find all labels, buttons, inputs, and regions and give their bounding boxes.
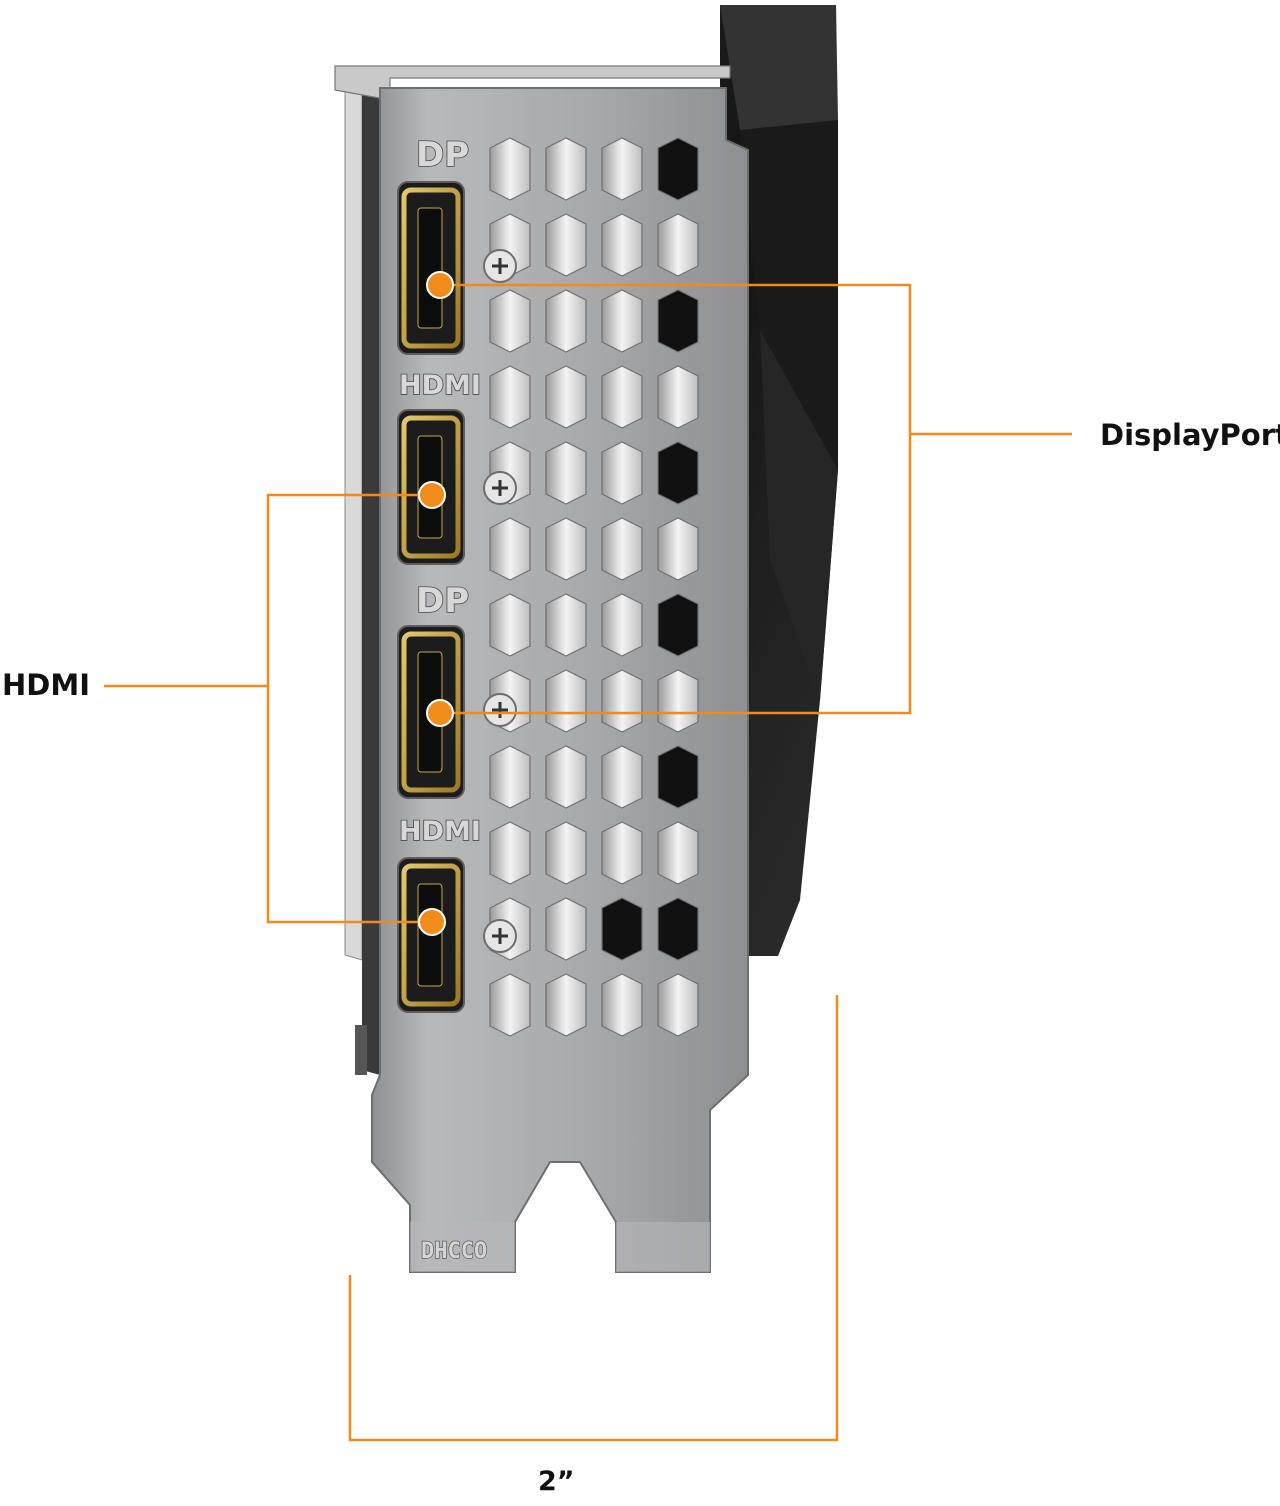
vent-cutout-29 — [545, 669, 587, 733]
vent-cutout-41 — [545, 897, 587, 961]
port-1-gold-rim — [401, 187, 461, 349]
port-2-screw-slot — [492, 480, 508, 496]
hdmi-1-dot — [418, 481, 446, 509]
port-1-marking: DP — [416, 135, 469, 175]
vent-cutout-12 — [489, 365, 531, 429]
displayport-1-dot — [426, 271, 454, 299]
vent-cutout-10 — [601, 289, 643, 353]
bracket-width-label: 2” — [538, 1466, 575, 1497]
vent-cutout-18 — [601, 441, 643, 505]
callout-dots — [418, 271, 454, 936]
port-4-screw-slot — [492, 928, 508, 944]
displayport-2-dot — [426, 699, 454, 727]
vent-cutout-5 — [545, 213, 587, 277]
vent-cutout-1 — [545, 137, 587, 201]
vent-cutout-34 — [601, 745, 643, 809]
width-dimension-line — [348, 995, 839, 1442]
vent-cutout-21 — [545, 517, 587, 581]
vent-cutout-25 — [545, 593, 587, 657]
vent-cutout-33 — [545, 745, 587, 809]
brand-marking: DHCCO — [421, 1239, 487, 1264]
port-3-screw-slot — [492, 702, 508, 718]
vent-cutout-38 — [601, 821, 643, 885]
port-1-contact-slot — [417, 207, 443, 329]
vent-cutout-31 — [657, 669, 699, 733]
port-1-screw-slot — [492, 258, 508, 274]
vent-cutout-47 — [657, 973, 699, 1037]
vent-cutout-7 — [657, 213, 699, 277]
vent-cutout-13 — [545, 365, 587, 429]
vent-cutout-2 — [601, 137, 643, 201]
vent-cutout-11 — [657, 289, 699, 353]
vent-cutout-6 — [601, 213, 643, 277]
displayport-label: DisplayPort — [1100, 418, 1280, 452]
vent-cutout-17 — [545, 441, 587, 505]
callout-lines — [104, 283, 1072, 1442]
vent-cutout-24 — [489, 593, 531, 657]
vent-cutout-37 — [545, 821, 587, 885]
vent-cutout-35 — [657, 745, 699, 809]
vent-cutout-44 — [489, 973, 531, 1037]
port-2-marking: HDMI — [399, 370, 481, 401]
vent-cutout-20 — [489, 517, 531, 581]
vent-cutout-45 — [545, 973, 587, 1037]
vent-cutout-36 — [489, 821, 531, 885]
bracket-markings: DP HDMI DP HDMI DHCCO — [398, 134, 488, 1265]
hdmi-callout-line — [266, 493, 432, 924]
port-3-marking: DP — [416, 581, 469, 621]
vent-cutout-26 — [601, 593, 643, 657]
vent-cutout-30 — [601, 669, 643, 733]
displayport-callout-line — [440, 283, 912, 715]
vent-cutout-15 — [657, 365, 699, 429]
vent-cutout-8 — [489, 289, 531, 353]
port-2-gold-rim — [401, 415, 461, 559]
vent-cutout-46 — [601, 973, 643, 1037]
vent-cutout-3 — [657, 137, 699, 201]
vent-cutout-14 — [601, 365, 643, 429]
vent-cutout-22 — [601, 517, 643, 581]
vent-cutout-19 — [657, 441, 699, 505]
card-edge — [344, 79, 380, 1075]
vent-cutout-32 — [489, 745, 531, 809]
vent-cutout-27 — [657, 593, 699, 657]
vent-cutout-23 — [657, 517, 699, 581]
vent-cutout-39 — [657, 821, 699, 885]
hdmi-label: HDMI — [2, 668, 90, 702]
vent-cutout-42 — [601, 897, 643, 961]
port-4-gold-rim — [401, 863, 461, 1007]
port-4-marking: HDMI — [399, 816, 481, 847]
hdmi-2-dot — [418, 908, 446, 936]
vent-cutout-0 — [489, 137, 531, 201]
vent-cutout-9 — [545, 289, 587, 353]
vent-cutout-43 — [657, 897, 699, 961]
